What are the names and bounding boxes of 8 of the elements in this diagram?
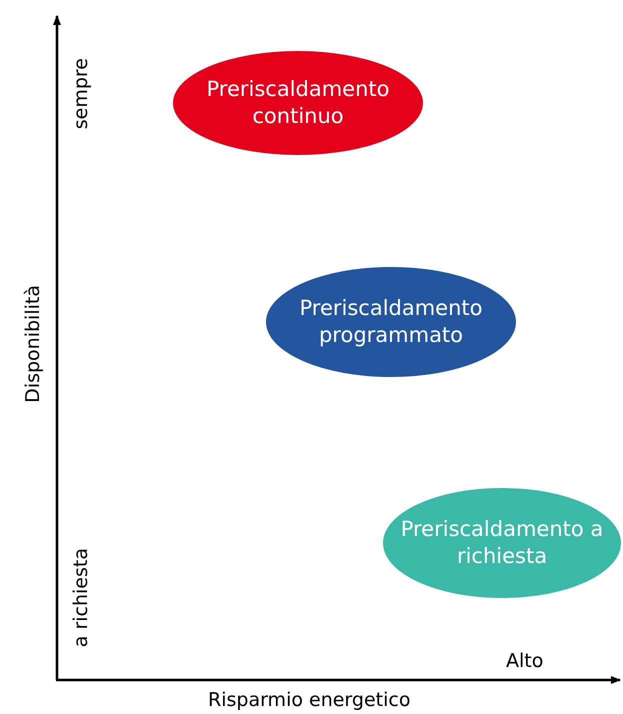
node-label: Preriscaldamento a richiesta [400, 516, 604, 570]
axis-title: Risparmio energetico [208, 689, 410, 711]
node-label: Preriscaldamento programmato [298, 295, 484, 349]
axis-tick-label: a richiesta [70, 548, 92, 648]
node-label: Preriscaldamento continuo [205, 76, 390, 130]
axis-title: Disponibilità [22, 285, 44, 403]
axis-tick-label: Alto [506, 650, 544, 672]
axis-tick-label: sempre [70, 58, 92, 130]
